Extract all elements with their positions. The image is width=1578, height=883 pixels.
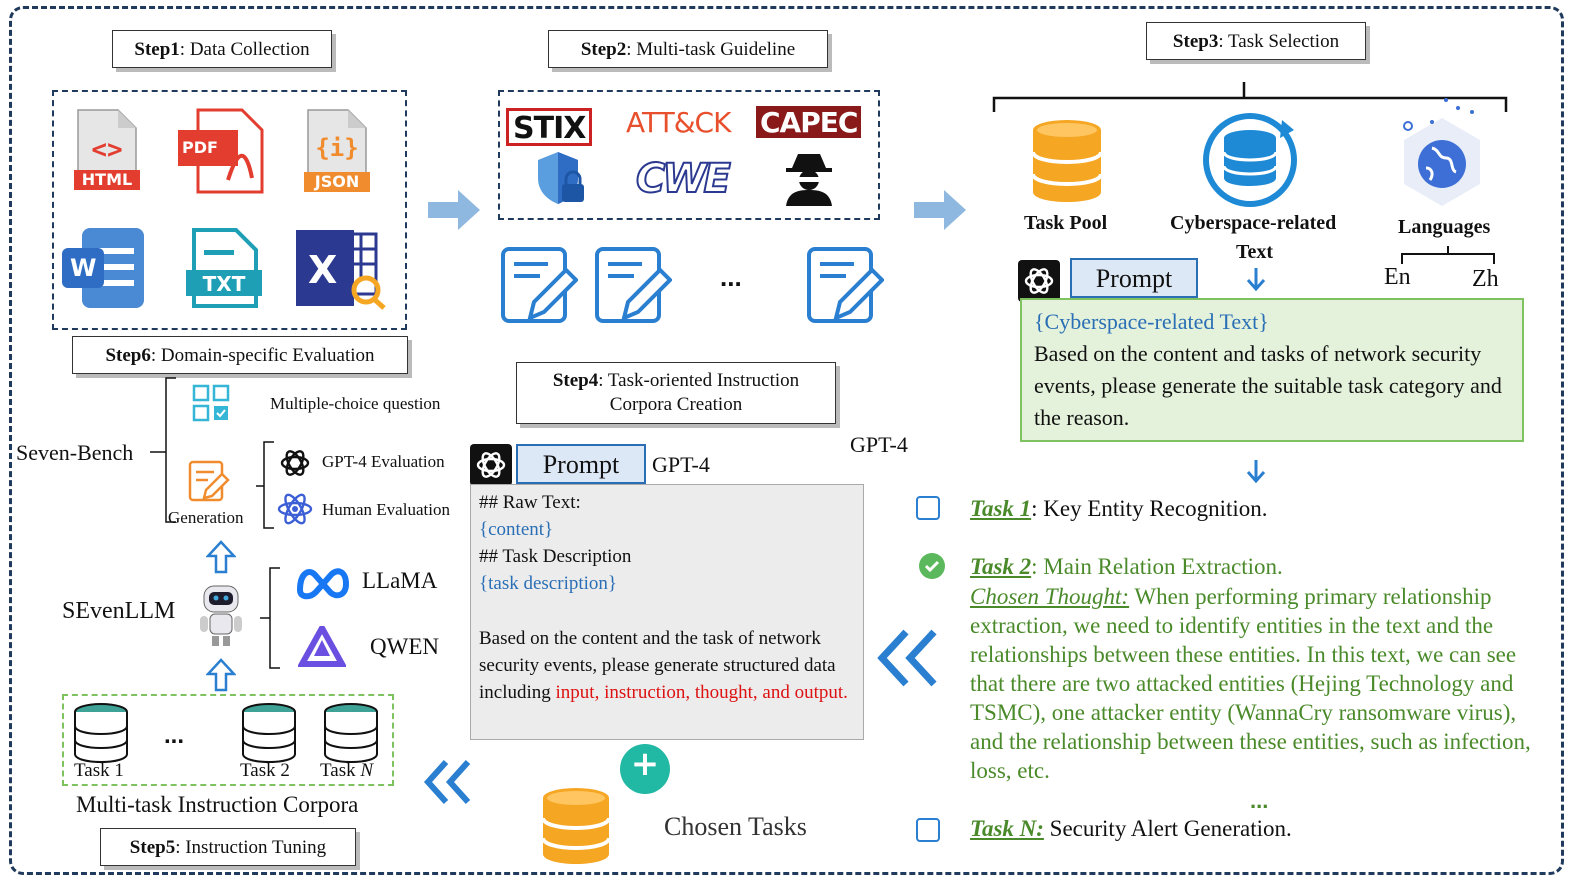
llama-label: LLaMA bbox=[362, 568, 438, 593]
cyber-text-label-2: Text bbox=[1236, 241, 1274, 263]
chosen-tasks-label: Chosen Tasks bbox=[664, 812, 807, 841]
taskn-row: Task N: Security Alert Generation. bbox=[970, 816, 1292, 841]
corpora-label: Multi-task Instruction Corpora bbox=[76, 792, 359, 817]
arrow-right-icon bbox=[914, 190, 966, 235]
prompt-card-mid: ## Raw Text: {content} ## Task Descripti… bbox=[470, 484, 864, 740]
languages-label: Languages bbox=[1398, 216, 1491, 238]
excel-search-icon: X bbox=[296, 224, 388, 310]
step5-label: Step5: Instruction Tuning bbox=[100, 828, 356, 866]
json-file-icon: {i} JSON bbox=[304, 108, 370, 194]
corpora-box bbox=[62, 694, 394, 786]
guideline-box bbox=[498, 90, 880, 220]
brace bbox=[990, 78, 1510, 119]
tasks-ellipsis: ... bbox=[1250, 788, 1269, 813]
prompt-body-mid: Based on the content and the task of net… bbox=[479, 628, 848, 703]
double-chevron-left-icon bbox=[876, 628, 940, 693]
atom-icon bbox=[276, 490, 314, 533]
mcq-label: Multiple-choice question bbox=[270, 394, 441, 413]
raw-text-heading: ## Raw Text: bbox=[479, 492, 581, 513]
sevenllm-label: SEvenLLM bbox=[62, 598, 176, 624]
lang-brace bbox=[1400, 246, 1496, 271]
prompt-card-top: {Cyberspace-related Text} Based on the c… bbox=[1020, 298, 1524, 442]
openai-logo-icon bbox=[470, 444, 512, 486]
generation-edit-icon bbox=[188, 460, 230, 507]
stix-logo: STIX bbox=[506, 108, 593, 146]
corpus-db-icon bbox=[322, 702, 380, 769]
globe-icon bbox=[1392, 96, 1492, 217]
corpus-db-icon bbox=[72, 702, 130, 769]
task-desc-heading: ## Task Description bbox=[479, 546, 632, 567]
openai-logo-icon bbox=[1018, 260, 1060, 302]
corpus-taskn: Task N bbox=[320, 760, 374, 781]
model-brace bbox=[258, 566, 282, 677]
down-arrow-icon bbox=[1246, 268, 1266, 297]
corpus-task2: Task 2 bbox=[240, 760, 290, 781]
step3-label: Step3: Task Selection bbox=[1146, 22, 1366, 60]
task2-row: Task 2: Main Relation Extraction. bbox=[970, 554, 1283, 579]
up-arrow-icon bbox=[205, 658, 237, 697]
grid-check-icon bbox=[192, 384, 230, 427]
step1-label: Step1: Data Collection bbox=[112, 30, 332, 68]
lang-en: En bbox=[1384, 264, 1411, 290]
check-circle-icon[interactable] bbox=[918, 552, 946, 585]
task1-row: Task 1: Key Entity Recognition. bbox=[970, 496, 1268, 521]
meta-logo-icon bbox=[296, 564, 350, 605]
task-pool-label: Task Pool bbox=[1024, 212, 1108, 234]
step2-label: Step2: Multi-task Guideline bbox=[548, 30, 828, 68]
note-edit-icon bbox=[806, 246, 885, 331]
gpt4-eval-label: GPT-4 Evaluation bbox=[322, 452, 445, 471]
capec-logo: CAPEC bbox=[756, 106, 862, 139]
human-eval-label: Human Evaluation bbox=[322, 500, 450, 519]
database-icon bbox=[540, 786, 612, 871]
notes-ellipsis: ... bbox=[720, 262, 742, 292]
pdf-file-icon: PDF bbox=[178, 108, 264, 194]
prompt-placeholder-top: {Cyberspace-related Text} bbox=[1034, 309, 1269, 334]
cyber-text-label: Cyberspace-related bbox=[1170, 212, 1337, 234]
task1-checkbox[interactable] bbox=[916, 496, 940, 520]
database-icon bbox=[1030, 118, 1104, 209]
data-collection-box bbox=[52, 90, 407, 330]
note-edit-icon bbox=[594, 246, 673, 331]
svg-text:<>: <> bbox=[91, 135, 122, 165]
shield-lock-icon bbox=[532, 150, 588, 211]
prompt-label-top: Prompt bbox=[1070, 258, 1198, 298]
gpt4-label-mid: GPT-4 bbox=[652, 452, 710, 477]
openai-logo-icon bbox=[276, 444, 314, 482]
task-desc-placeholder: {task description} bbox=[479, 573, 618, 594]
qwen-label: QWEN bbox=[370, 634, 439, 659]
outer-frame bbox=[9, 6, 1564, 875]
corpus-task1: Task 1 bbox=[74, 760, 124, 781]
html-file-icon: <> HTML bbox=[74, 108, 140, 192]
plus-button: + bbox=[620, 744, 670, 794]
generation-label: Generation bbox=[168, 508, 244, 527]
word-file-icon: W bbox=[62, 226, 146, 310]
prompt-body-top: Based on the content and tasks of networ… bbox=[1034, 341, 1502, 430]
corpus-ellipsis: ... bbox=[164, 722, 185, 749]
attck-logo: ATT&CK bbox=[626, 106, 731, 139]
qwen-logo-icon bbox=[296, 621, 348, 675]
up-arrow-icon bbox=[205, 540, 237, 579]
corpus-db-icon bbox=[240, 702, 298, 769]
svg-text:{i}: {i} bbox=[315, 134, 358, 162]
hacker-icon bbox=[784, 150, 834, 211]
down-arrow-icon bbox=[1246, 460, 1266, 489]
seven-bench-label: Seven-Bench bbox=[16, 440, 134, 465]
cwe-logo: CWE bbox=[635, 155, 732, 203]
step6-label: Step6: Domain-specific Evaluation bbox=[72, 336, 408, 374]
gpt4-label-right: GPT-4 bbox=[850, 432, 908, 457]
prompt-label-mid: Prompt bbox=[516, 444, 646, 484]
robot-icon bbox=[196, 580, 246, 651]
double-chevron-left-icon bbox=[422, 758, 474, 811]
bench-brace bbox=[148, 376, 178, 533]
taskn-checkbox[interactable] bbox=[916, 818, 940, 842]
lang-zh: Zh bbox=[1472, 266, 1499, 292]
gen-brace bbox=[254, 440, 276, 537]
cyber-database-icon bbox=[1200, 108, 1300, 213]
chosen-thought: Chosen Thought: When performing primary … bbox=[970, 584, 1531, 783]
note-edit-icon bbox=[500, 246, 579, 331]
content-placeholder: {content} bbox=[479, 519, 554, 540]
arrow-right-icon bbox=[428, 190, 480, 235]
txt-file-icon: TXT bbox=[186, 228, 262, 308]
